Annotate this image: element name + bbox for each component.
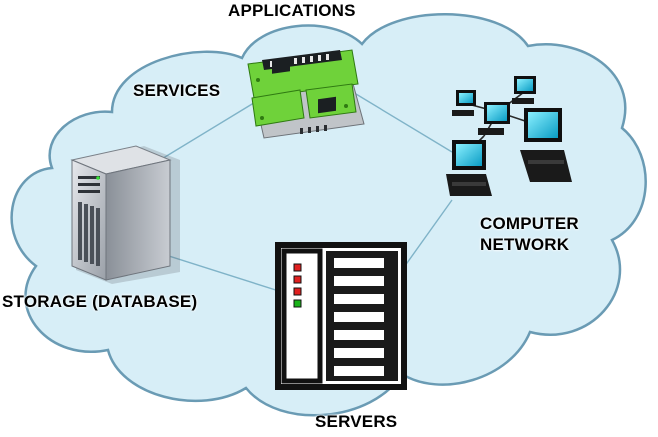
network-computer-2 [512,76,536,104]
connector-applications-network [345,87,453,153]
network-computer-1 [452,90,476,116]
connector-storage-servers [149,249,283,293]
label-servers: SERVERS [315,412,398,431]
label-applications: APPLICATIONS [228,1,356,20]
network-computer-4 [520,108,572,182]
network-computer-5 [446,140,492,196]
connector-storage-applications [159,97,263,161]
label-computer-network-line1: COMPUTER [480,214,579,233]
label-services: SERVICES [133,81,221,100]
connector-servers-network [401,199,453,271]
label-computer-network: COMPUTER NETWORK [480,213,579,255]
applications-circuit-icon [247,49,365,139]
connector-lines [149,87,453,293]
network-computer-3 [478,102,510,135]
computer-network-icon [446,76,572,196]
label-storage-database: STORAGE (DATABASE) [2,292,198,311]
server-rack-icon [275,242,407,390]
storage-tower-icon [70,145,180,284]
label-computer-network-line2: NETWORK [480,235,570,254]
